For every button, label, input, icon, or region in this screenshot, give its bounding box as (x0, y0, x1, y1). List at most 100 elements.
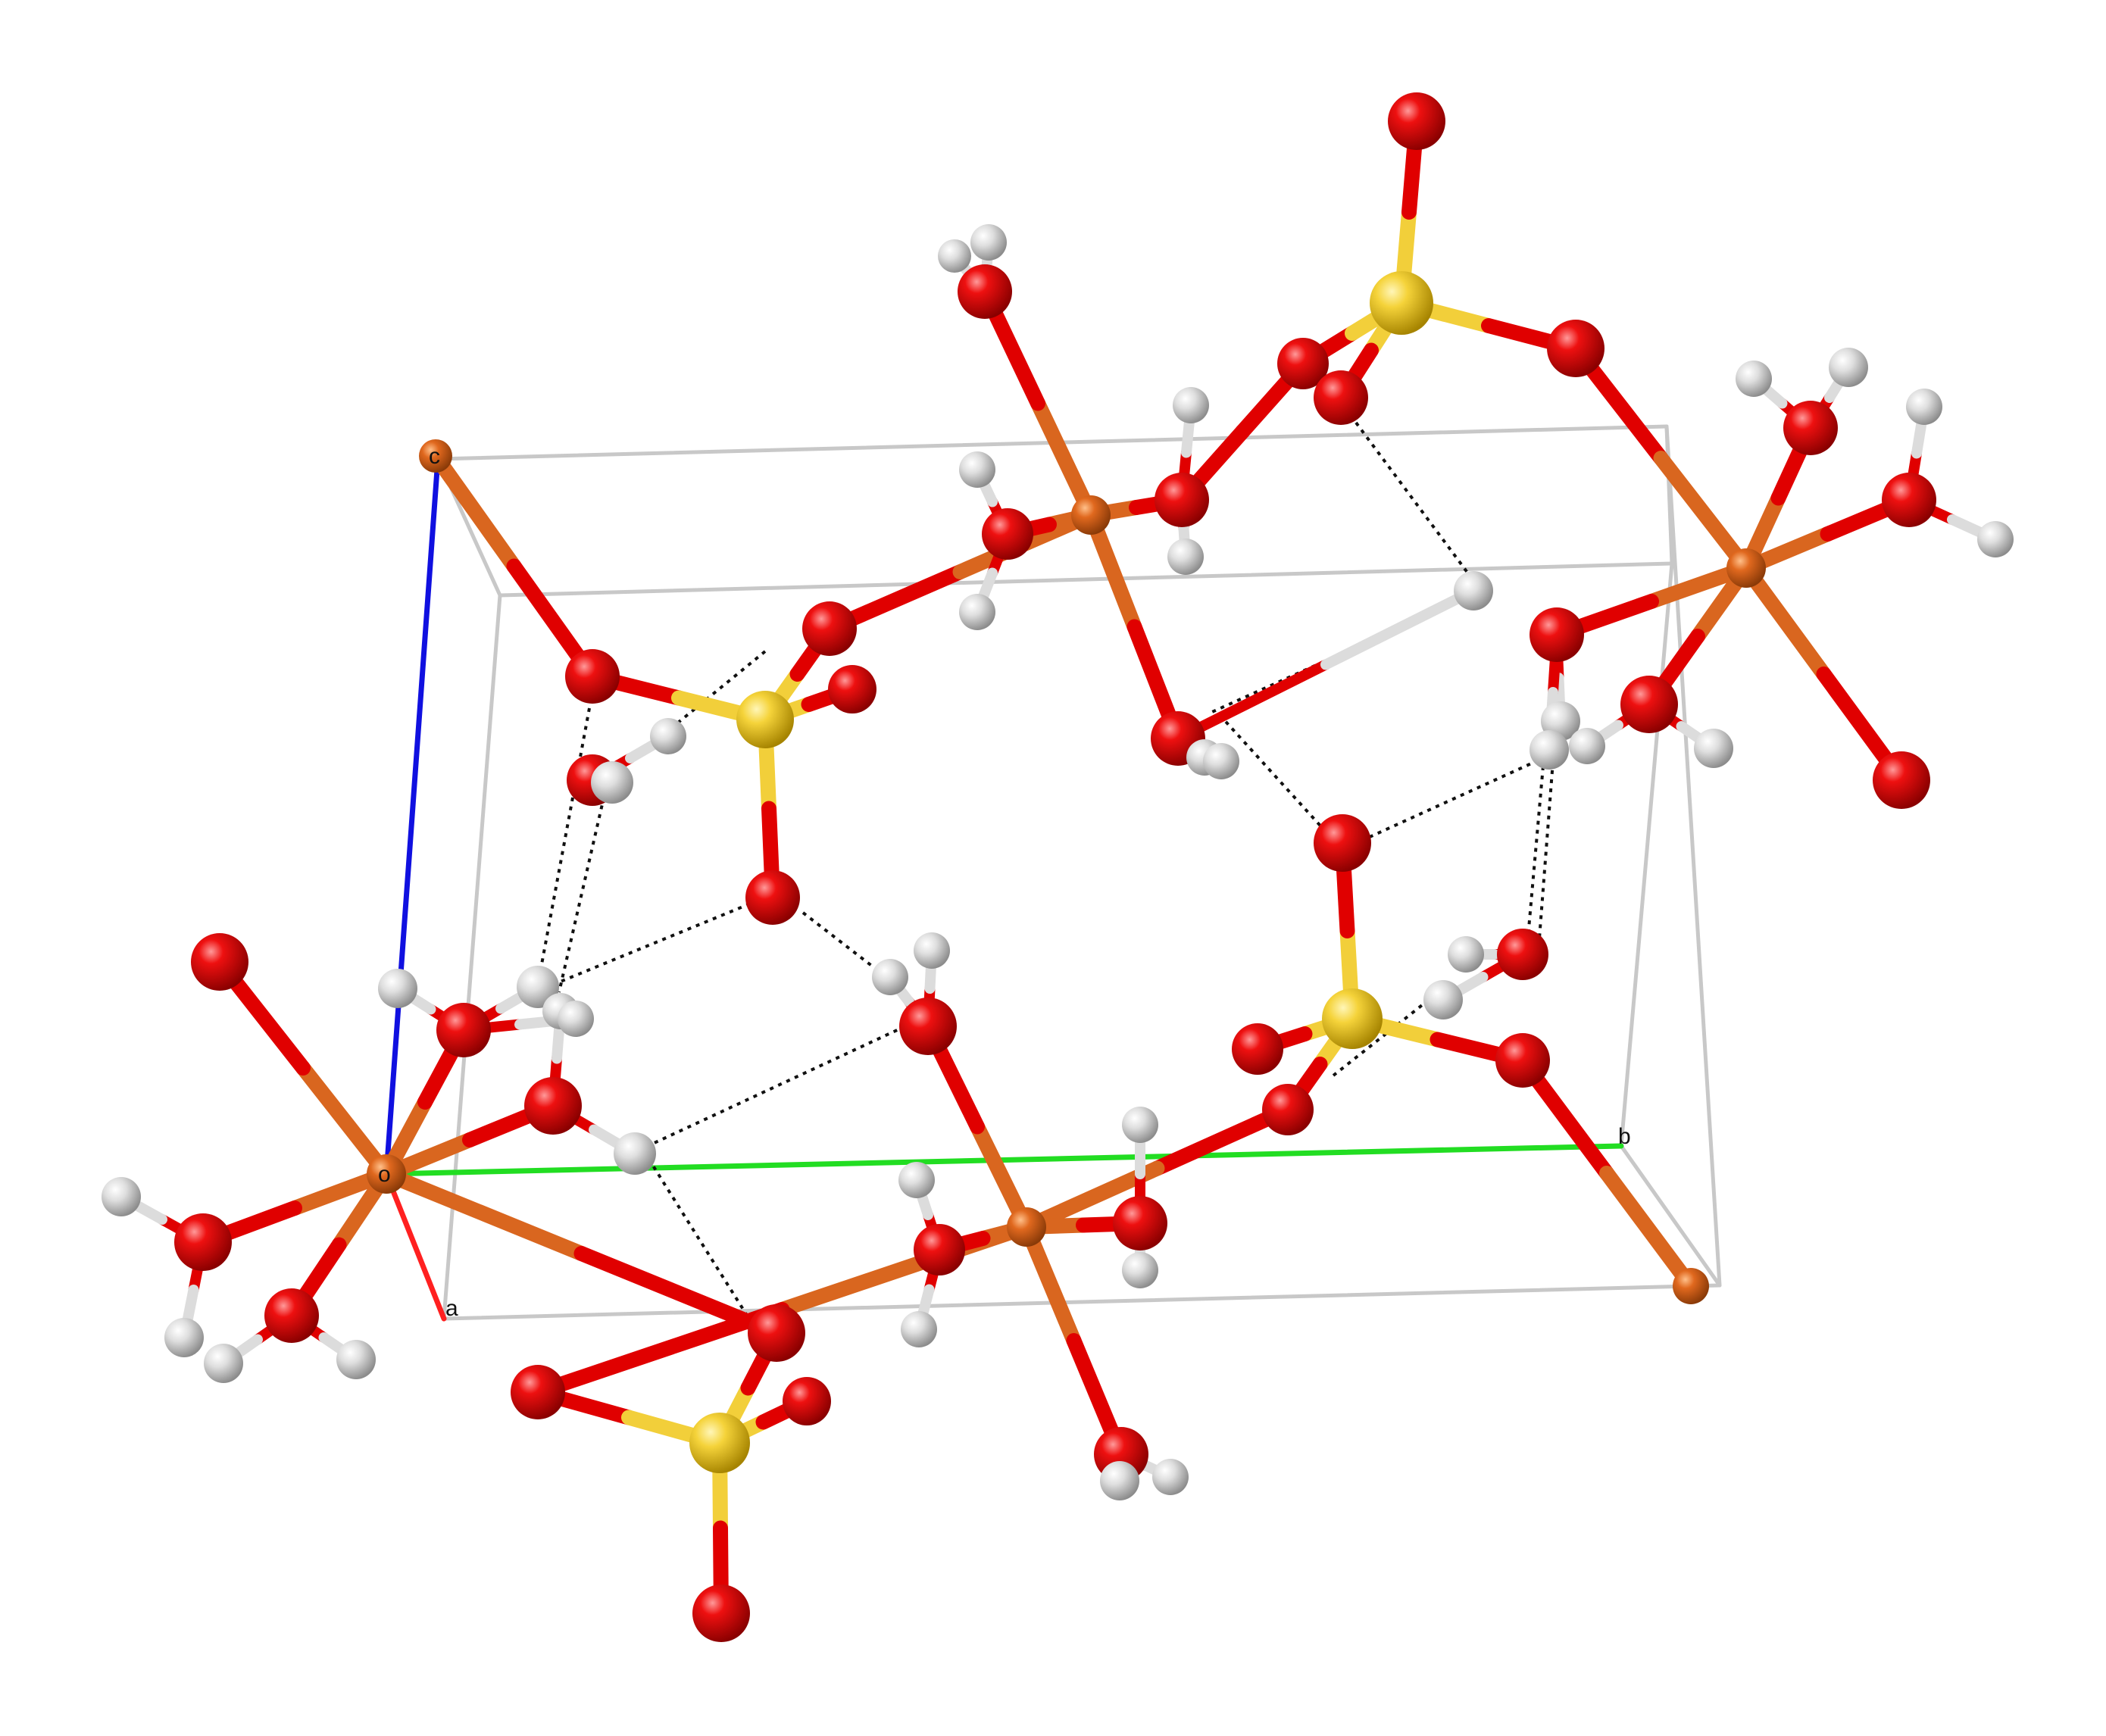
hydrogen-atom (591, 761, 633, 804)
oxygen-atom (264, 1288, 319, 1343)
bond-segment (1030, 395, 1098, 523)
hydrogen-atom (901, 1311, 937, 1347)
hydrogen-bond (1355, 421, 1483, 592)
axis-b (383, 1143, 1624, 1177)
hydrogen-bond (1525, 757, 1545, 955)
oxygen-atom (1232, 1023, 1283, 1075)
origin-label: o (378, 1162, 391, 1187)
axis-b-label: b (1618, 1124, 1631, 1149)
hydrogen-atom (1736, 361, 1772, 397)
hydrogen-atom (959, 451, 995, 488)
oxygen-atom (1314, 370, 1368, 425)
hydrogen-atom (1829, 348, 1868, 387)
oxygen-atom (914, 1224, 965, 1275)
oxygen-atom (1497, 929, 1548, 980)
hydrogen-bond (558, 787, 608, 993)
hydrogen-atom (1122, 1252, 1158, 1288)
oxygen-atom (1314, 814, 1371, 872)
cell-edge (442, 1283, 1722, 1321)
hydrogen-atom (204, 1344, 243, 1383)
cell-edge (1664, 424, 1722, 1288)
oxygen-atom (174, 1213, 232, 1271)
bond-segment (1019, 1219, 1082, 1348)
oxygen-atom (748, 1304, 805, 1362)
oxygen-atom (745, 870, 800, 925)
oxygen-atom (565, 649, 620, 704)
hydrogen-atom (914, 932, 950, 969)
oxygen-atom (1783, 401, 1838, 455)
iron-atom (1007, 1207, 1046, 1247)
hydrogen-atom (1694, 729, 1733, 768)
hydrogen-atom (336, 1340, 376, 1379)
bonds (116, 114, 2001, 1621)
hydrogen-atom (1530, 730, 1569, 770)
hydrogen-atom (1423, 980, 1463, 1019)
bond-segment (1653, 451, 1754, 576)
sulfur-atom (736, 691, 794, 748)
axis-c (383, 456, 441, 1177)
oxygen-atom (828, 665, 876, 713)
hydrogen-atom (959, 594, 995, 630)
oxygen-atom (436, 1003, 491, 1057)
cell-edge (498, 561, 1674, 598)
hydrogen-bond (801, 911, 888, 979)
hydrogen-bonds (536, 421, 1555, 1316)
bond-segment (1739, 560, 1832, 682)
atoms (102, 92, 2014, 1642)
sulfur-atom (689, 1413, 750, 1473)
oxygen-atom (1495, 1033, 1550, 1088)
hydrogen-bond (536, 707, 591, 985)
hydrogen-atom (872, 959, 908, 995)
bond-segment (428, 448, 522, 574)
hydrogen-atom (102, 1177, 141, 1216)
axis-a-label: a (445, 1296, 458, 1321)
iron-atom (1673, 1268, 1709, 1304)
hydrogen-atom (1454, 571, 1493, 610)
iron-atom (419, 439, 452, 473)
hydrogen-atom (1173, 387, 1209, 423)
bond-segment (1173, 659, 1331, 744)
axis-a (383, 1171, 447, 1322)
hydrogen-bond (1536, 760, 1555, 959)
sulfur-atom (1370, 271, 1433, 335)
oxygen-atom (1262, 1084, 1314, 1135)
axis-c-label: c (429, 444, 440, 469)
oxygen-atom (1530, 607, 1584, 662)
hydrogen-atom (164, 1318, 204, 1357)
oxygen-atom (511, 1365, 565, 1419)
oxygen-atom (1882, 473, 1936, 527)
oxygen-atom (1277, 338, 1329, 389)
hydrogen-atom (898, 1162, 935, 1198)
hydrogen-atom (1906, 389, 1942, 425)
hydrogen-atom (1167, 539, 1204, 575)
oxygen-atom (958, 264, 1012, 319)
oxygen-atom (982, 508, 1033, 560)
hydrogen-atom (558, 1001, 594, 1037)
oxygen-atom (191, 933, 248, 991)
bond-segment (1599, 1166, 1698, 1294)
oxygen-atom (783, 1377, 831, 1425)
hydrogen-atom (1203, 743, 1239, 779)
hydrogen-atom (378, 969, 417, 1008)
hydrogen-bond (1344, 752, 1554, 850)
iron-atom (1071, 495, 1111, 535)
oxygen-atom (802, 601, 857, 656)
bond-segment (379, 1166, 589, 1261)
oxygen-atom (692, 1585, 750, 1642)
cell-axes (383, 456, 1624, 1322)
hydrogen-atom (1448, 936, 1484, 973)
hydrogen-bond (636, 1025, 906, 1153)
hydrogen-atom (1100, 1461, 1139, 1500)
bond-segment (1083, 507, 1142, 635)
unit-cell (384, 424, 1722, 1321)
hydrogen-bond (552, 896, 766, 986)
oxygen-atom (1547, 320, 1604, 377)
oxygen-atom (1388, 92, 1445, 150)
oxygen-atom (1620, 676, 1678, 733)
oxygen-atom (1873, 751, 1930, 809)
hydrogen-atom (650, 718, 686, 754)
hydrogen-atom (1569, 728, 1605, 764)
bond-segment (295, 1060, 394, 1182)
axis-labels: o a b c (378, 444, 1631, 1321)
